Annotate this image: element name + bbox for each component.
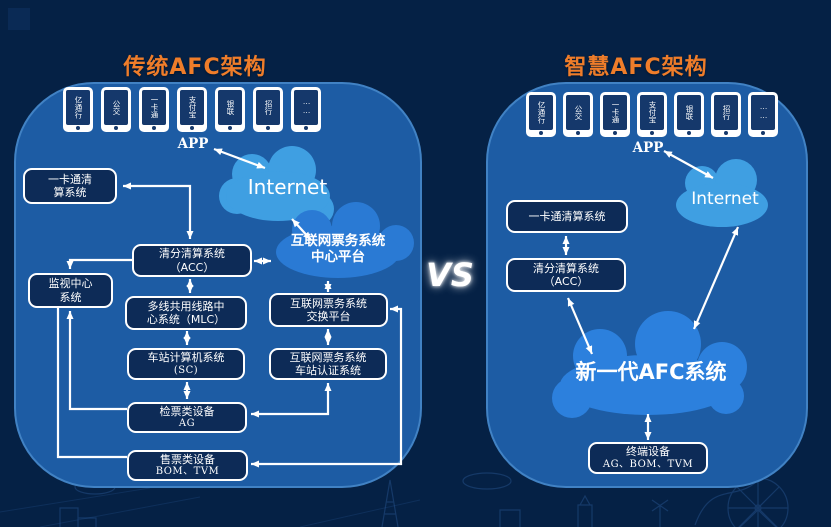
phone-yinlian: 银联	[215, 87, 245, 132]
box-acc-right: 清分清算系统 （ACC）	[506, 258, 626, 292]
phone-yinlian: 银联	[674, 92, 704, 137]
phone-row-left: 亿通行 公交 一卡通 支付宝 银联 招行 ⋯⋯	[63, 87, 321, 132]
home-button-icon	[529, 130, 553, 136]
phone-gongjiao: 公交	[101, 87, 131, 132]
arrow-yikatong-acc	[123, 182, 194, 239]
phone-more: ⋯⋯	[748, 92, 778, 137]
arrow-exchange-ticket	[251, 305, 403, 468]
arrow-gate-monitor	[66, 311, 127, 411]
internet-label-right: Internet	[691, 189, 759, 209]
box-gate-devices: 检票类设备 AG	[127, 402, 247, 433]
arrow-internet-centerplatform	[291, 218, 312, 241]
new-afc-cloud	[552, 311, 747, 418]
versus-label: VS	[426, 256, 474, 294]
home-button-icon	[751, 130, 775, 136]
home-button-icon	[640, 130, 664, 136]
phone-yitongxing: 亿通行	[63, 87, 93, 132]
box-acc-left: 清分清算系统 （ACC）	[132, 244, 252, 277]
arrow-acc-monitor	[66, 258, 132, 269]
home-button-icon	[677, 130, 701, 136]
home-button-icon	[218, 125, 242, 131]
home-button-icon	[66, 125, 90, 131]
arrow-auth-gate	[251, 383, 332, 418]
phone-gongjiao: 公交	[563, 92, 593, 137]
home-button-icon	[142, 125, 166, 131]
phone-zhifubao: 支付宝	[177, 87, 207, 132]
box-monitor-center: 监视中心 系统	[28, 273, 113, 308]
phone-yikatong: 一卡通	[600, 92, 630, 137]
title-smart: 智慧AFC架构	[564, 55, 708, 80]
box-internet-exchange: 互联网票务系统 交换平台	[269, 293, 388, 327]
home-button-icon	[603, 130, 627, 136]
box-terminal-devices: 终端设备 AG、BOM、TVM	[588, 442, 708, 474]
app-label-right: APP	[632, 140, 664, 156]
arrow-app-internet-left	[213, 147, 266, 170]
box-yikatong-clearing-left: 一卡通清 算系统	[23, 168, 117, 204]
internet-label-left: Internet	[247, 175, 328, 199]
arrow-acc-afccloud	[566, 297, 594, 355]
box-ticket-devices: 售票类设备 BOM、TVM	[127, 450, 248, 481]
home-button-icon	[714, 130, 738, 136]
corner-square	[8, 8, 30, 30]
phone-zhaohang: 招行	[711, 92, 741, 137]
box-mlc: 多线共用线路中 心系统（MLC）	[125, 296, 247, 330]
phone-more: ⋯⋯	[291, 87, 321, 132]
new-afc-cloud-label: 新一代AFC系统	[575, 360, 727, 384]
box-yikatong-clearing-right: 一卡通清算系统	[506, 200, 628, 233]
center-platform-cloud-label: 互联网票务系统 中心平台	[290, 233, 386, 266]
box-station-computer: 车站计算机系统 (SC)	[127, 348, 245, 380]
phone-zhaohang: 招行	[253, 87, 283, 132]
home-button-icon	[566, 130, 590, 136]
home-button-icon	[104, 125, 128, 131]
app-label-left: APP	[177, 136, 209, 152]
title-traditional: 传统AFC架构	[123, 55, 267, 80]
phone-yitongxing: 亿通行	[526, 92, 556, 137]
phone-row-right: 亿通行 公交 一卡通 支付宝 银联 招行 ⋯⋯	[526, 92, 778, 137]
home-button-icon	[256, 125, 280, 131]
phone-zhifubao: 支付宝	[637, 92, 667, 137]
arrow-app-internet-right	[663, 150, 714, 179]
home-button-icon	[180, 125, 204, 131]
line-ticket-monitor	[56, 308, 127, 459]
home-button-icon	[294, 125, 318, 131]
box-station-auth: 互联网票务系统 车站认证系统	[269, 348, 387, 380]
phone-yikatong: 一卡通	[139, 87, 169, 132]
arrow-internet-afccloud	[692, 226, 740, 330]
